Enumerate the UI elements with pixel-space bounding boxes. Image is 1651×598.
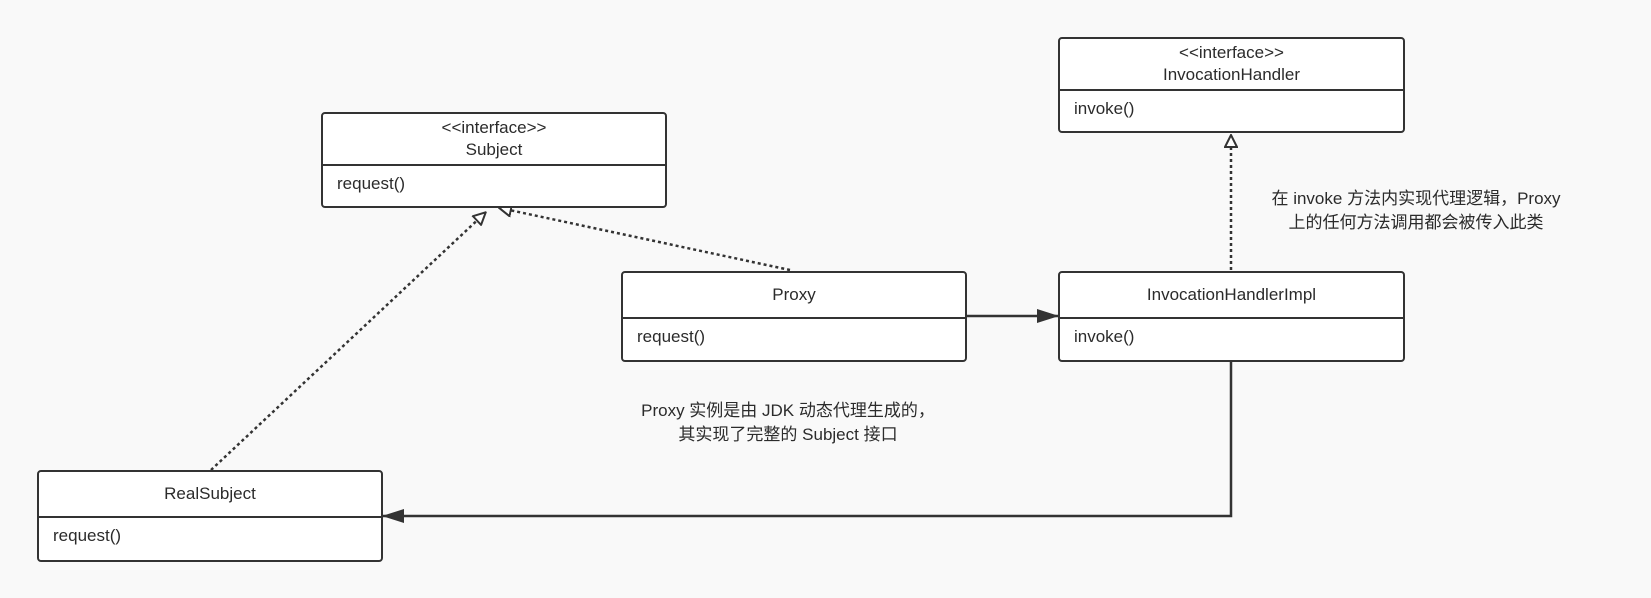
class-name: Proxy	[772, 285, 816, 304]
class-name: Subject	[465, 140, 523, 159]
class-name: InvocationHandlerImpl	[1146, 285, 1317, 304]
class-proxy[interactable]: Proxy request()	[621, 271, 967, 362]
association-impl-realsubject	[382, 361, 1233, 523]
method: request()	[637, 327, 706, 346]
method: invoke()	[1074, 327, 1135, 346]
class-real-subject[interactable]: RealSubject request()	[37, 470, 383, 562]
note-invocation-handler: 在 invoke 方法内实现代理逻辑，Proxy 上的任何方法调用都会被传入此类	[1271, 187, 1560, 235]
note-line: 其实现了完整的 Subject 接口	[678, 425, 898, 444]
stereotype: <<interface>>	[441, 118, 547, 137]
class-subject[interactable]: <<interface>> Subject request()	[321, 112, 667, 208]
method: invoke()	[1074, 99, 1135, 118]
note-line: 上的任何方法调用都会被传入此类	[1288, 213, 1544, 232]
method: request()	[53, 526, 122, 545]
note-line: Proxy 实例是由 JDK 动态代理生成的，	[641, 401, 935, 420]
class-name: InvocationHandler	[1162, 65, 1301, 84]
realization-realsubject-subject	[210, 213, 485, 471]
method: request()	[337, 174, 406, 193]
stereotype: <<interface>>	[1179, 43, 1284, 62]
note-line: 在 invoke 方法内实现代理逻辑，Proxy	[1271, 189, 1561, 208]
class-invocation-handler[interactable]: <<interface>> InvocationHandler invoke()	[1058, 37, 1405, 133]
class-invocation-handler-impl[interactable]: InvocationHandlerImpl invoke()	[1058, 271, 1405, 362]
note-proxy: Proxy 实例是由 JDK 动态代理生成的， 其实现了完整的 Subject …	[641, 399, 935, 447]
realization-proxy-subject	[500, 208, 791, 272]
class-name: RealSubject	[164, 484, 256, 503]
